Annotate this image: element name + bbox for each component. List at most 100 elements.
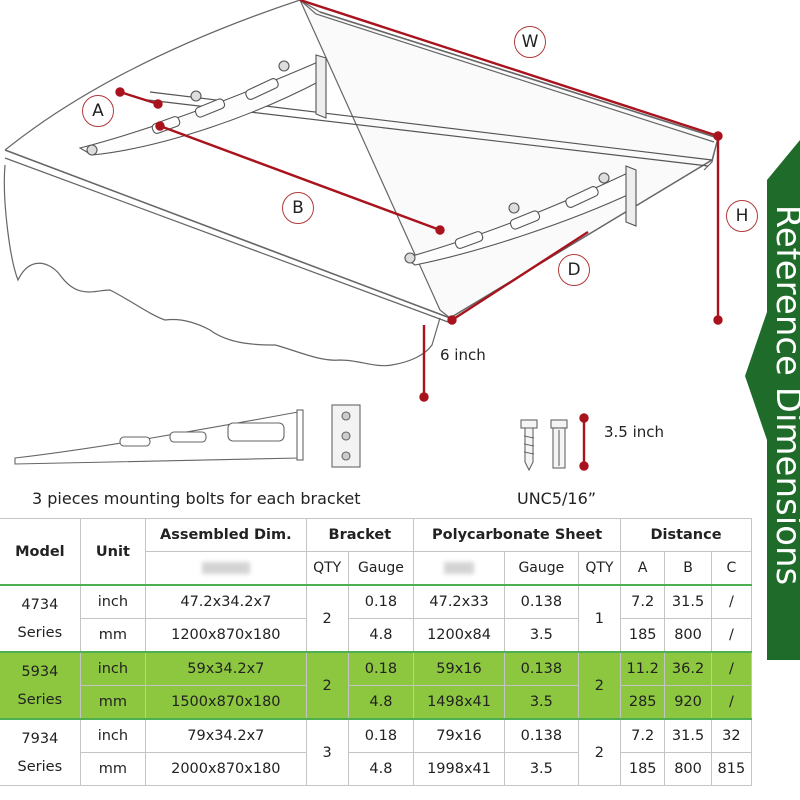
gauge-cell: 4.8 xyxy=(347,685,415,720)
label-six-inch: 6 inch xyxy=(440,346,486,364)
bolt-drawing xyxy=(520,419,568,472)
gauge-cell: 0.18 xyxy=(347,651,415,686)
sheet-qty-cell: 1 xyxy=(577,584,622,653)
assembled-cell: 2000x870x180 xyxy=(145,752,307,786)
label-three-five-inch: 3.5 inch xyxy=(604,423,665,441)
sheet-gauge-cell: 0.138 xyxy=(503,584,579,619)
bracket-left xyxy=(78,54,327,156)
label-w: W xyxy=(514,26,546,58)
sheet-gauge-cell: 3.5 xyxy=(503,618,579,653)
header-unit: Unit xyxy=(79,518,147,586)
label-b: B xyxy=(282,192,314,224)
dist-c-cell: / xyxy=(710,651,753,686)
sheet-gauge-cell: 3.5 xyxy=(503,752,579,786)
model-number: 5934 xyxy=(21,663,59,680)
sheet-gauge-cell: 0.138 xyxy=(503,651,579,686)
awning-diagram xyxy=(3,0,723,472)
dist-a-cell: 7.2 xyxy=(620,584,666,619)
dist-b-cell: 800 xyxy=(664,618,712,653)
model-number: 7934 xyxy=(21,730,59,747)
dimension-lines xyxy=(115,0,723,471)
header-distance: Distance xyxy=(620,518,752,552)
bolts-caption: 3 pieces mounting bolts for each bracket xyxy=(32,489,361,508)
bracket-qty-cell: 3 xyxy=(305,718,349,786)
table-row: mm 1500x870x180 4.8 1498x41 3.5 285 920 … xyxy=(0,685,753,720)
sheet-cell: 47.2x33 xyxy=(413,584,505,619)
header-bracket: Bracket xyxy=(305,518,415,552)
reference-dimensions-banner xyxy=(745,140,800,660)
header-bracket-qty: QTY xyxy=(305,551,349,586)
header-sheet-blurred xyxy=(413,551,505,586)
header-model: Model xyxy=(0,518,81,586)
blurred-text xyxy=(444,562,475,574)
sheet-cell: 79x16 xyxy=(413,718,505,753)
sheet-cell: 1998x41 xyxy=(413,752,505,786)
gauge-cell: 4.8 xyxy=(347,752,415,786)
table-row: mm 2000x870x180 4.8 1998x41 3.5 185 800 … xyxy=(0,752,753,786)
unit-cell: inch xyxy=(79,651,147,686)
bracket-qty-cell: 2 xyxy=(305,651,349,720)
dist-c-cell: / xyxy=(710,685,753,720)
dist-a-cell: 185 xyxy=(620,618,666,653)
dist-a-cell: 185 xyxy=(620,752,666,786)
header-dist-b: B xyxy=(664,551,712,586)
model-number: 4734 xyxy=(21,596,59,613)
dist-b-cell: 31.5 xyxy=(664,584,712,619)
model-series: Series xyxy=(17,624,63,641)
unit-cell: mm xyxy=(79,685,147,720)
sheet-cell: 59x16 xyxy=(413,651,505,686)
unit-cell: mm xyxy=(79,752,147,786)
label-a: A xyxy=(82,95,114,127)
dist-b-cell: 920 xyxy=(664,685,712,720)
banner-title: Reference Dimensions xyxy=(768,204,800,586)
model-series: Series xyxy=(17,758,63,775)
header-assembled-blurred xyxy=(145,551,307,586)
sheet-cell: 1498x41 xyxy=(413,685,505,720)
unit-cell: mm xyxy=(79,618,147,653)
header-assembled: Assembled Dim. xyxy=(145,518,307,552)
dist-b-cell: 800 xyxy=(664,752,712,786)
sheet-qty-cell: 2 xyxy=(577,718,622,786)
gauge-cell: 0.18 xyxy=(347,718,415,753)
blurred-text xyxy=(201,562,250,574)
unc-caption: UNC5/16” xyxy=(517,489,597,508)
sheet-gauge-cell: 0.138 xyxy=(503,718,579,753)
dist-c-cell: 32 xyxy=(710,718,753,753)
spec-table: Model Unit Assembled Dim. Bracket Polyca… xyxy=(0,518,753,786)
unit-cell: inch xyxy=(79,718,147,753)
header-bracket-gauge: Gauge xyxy=(347,551,415,586)
sheet-qty-cell: 2 xyxy=(577,651,622,720)
label-h: H xyxy=(726,200,758,232)
assembled-cell: 47.2x34.2x7 xyxy=(145,584,307,619)
assembled-cell: 59x34.2x7 xyxy=(145,651,307,686)
gauge-cell: 4.8 xyxy=(347,618,415,653)
assembled-cell: 1200x870x180 xyxy=(145,618,307,653)
header-dist-a: A xyxy=(620,551,666,586)
dist-a-cell: 11.2 xyxy=(620,651,666,686)
gauge-cell: 0.18 xyxy=(347,584,415,619)
bracket-detail xyxy=(14,404,361,468)
header-sheet-qty: QTY xyxy=(577,551,622,586)
header-dist-c: C xyxy=(710,551,753,586)
bracket-right xyxy=(403,165,637,266)
unit-cell: inch xyxy=(79,584,147,619)
dist-c-cell: / xyxy=(710,584,753,619)
assembled-cell: 1500x870x180 xyxy=(145,685,307,720)
model-series: Series xyxy=(17,691,63,708)
dist-b-cell: 31.5 xyxy=(664,718,712,753)
assembled-cell: 79x34.2x7 xyxy=(145,718,307,753)
dist-b-cell: 36.2 xyxy=(664,651,712,686)
dist-a-cell: 7.2 xyxy=(620,718,666,753)
sheet-gauge-cell: 3.5 xyxy=(503,685,579,720)
label-d: D xyxy=(558,254,590,286)
table-row: mm 1200x870x180 4.8 1200x84 3.5 185 800 … xyxy=(0,618,753,653)
header-sheet: Polycarbonate Sheet xyxy=(413,518,622,552)
sheet-cell: 1200x84 xyxy=(413,618,505,653)
bracket-qty-cell: 2 xyxy=(305,584,349,653)
